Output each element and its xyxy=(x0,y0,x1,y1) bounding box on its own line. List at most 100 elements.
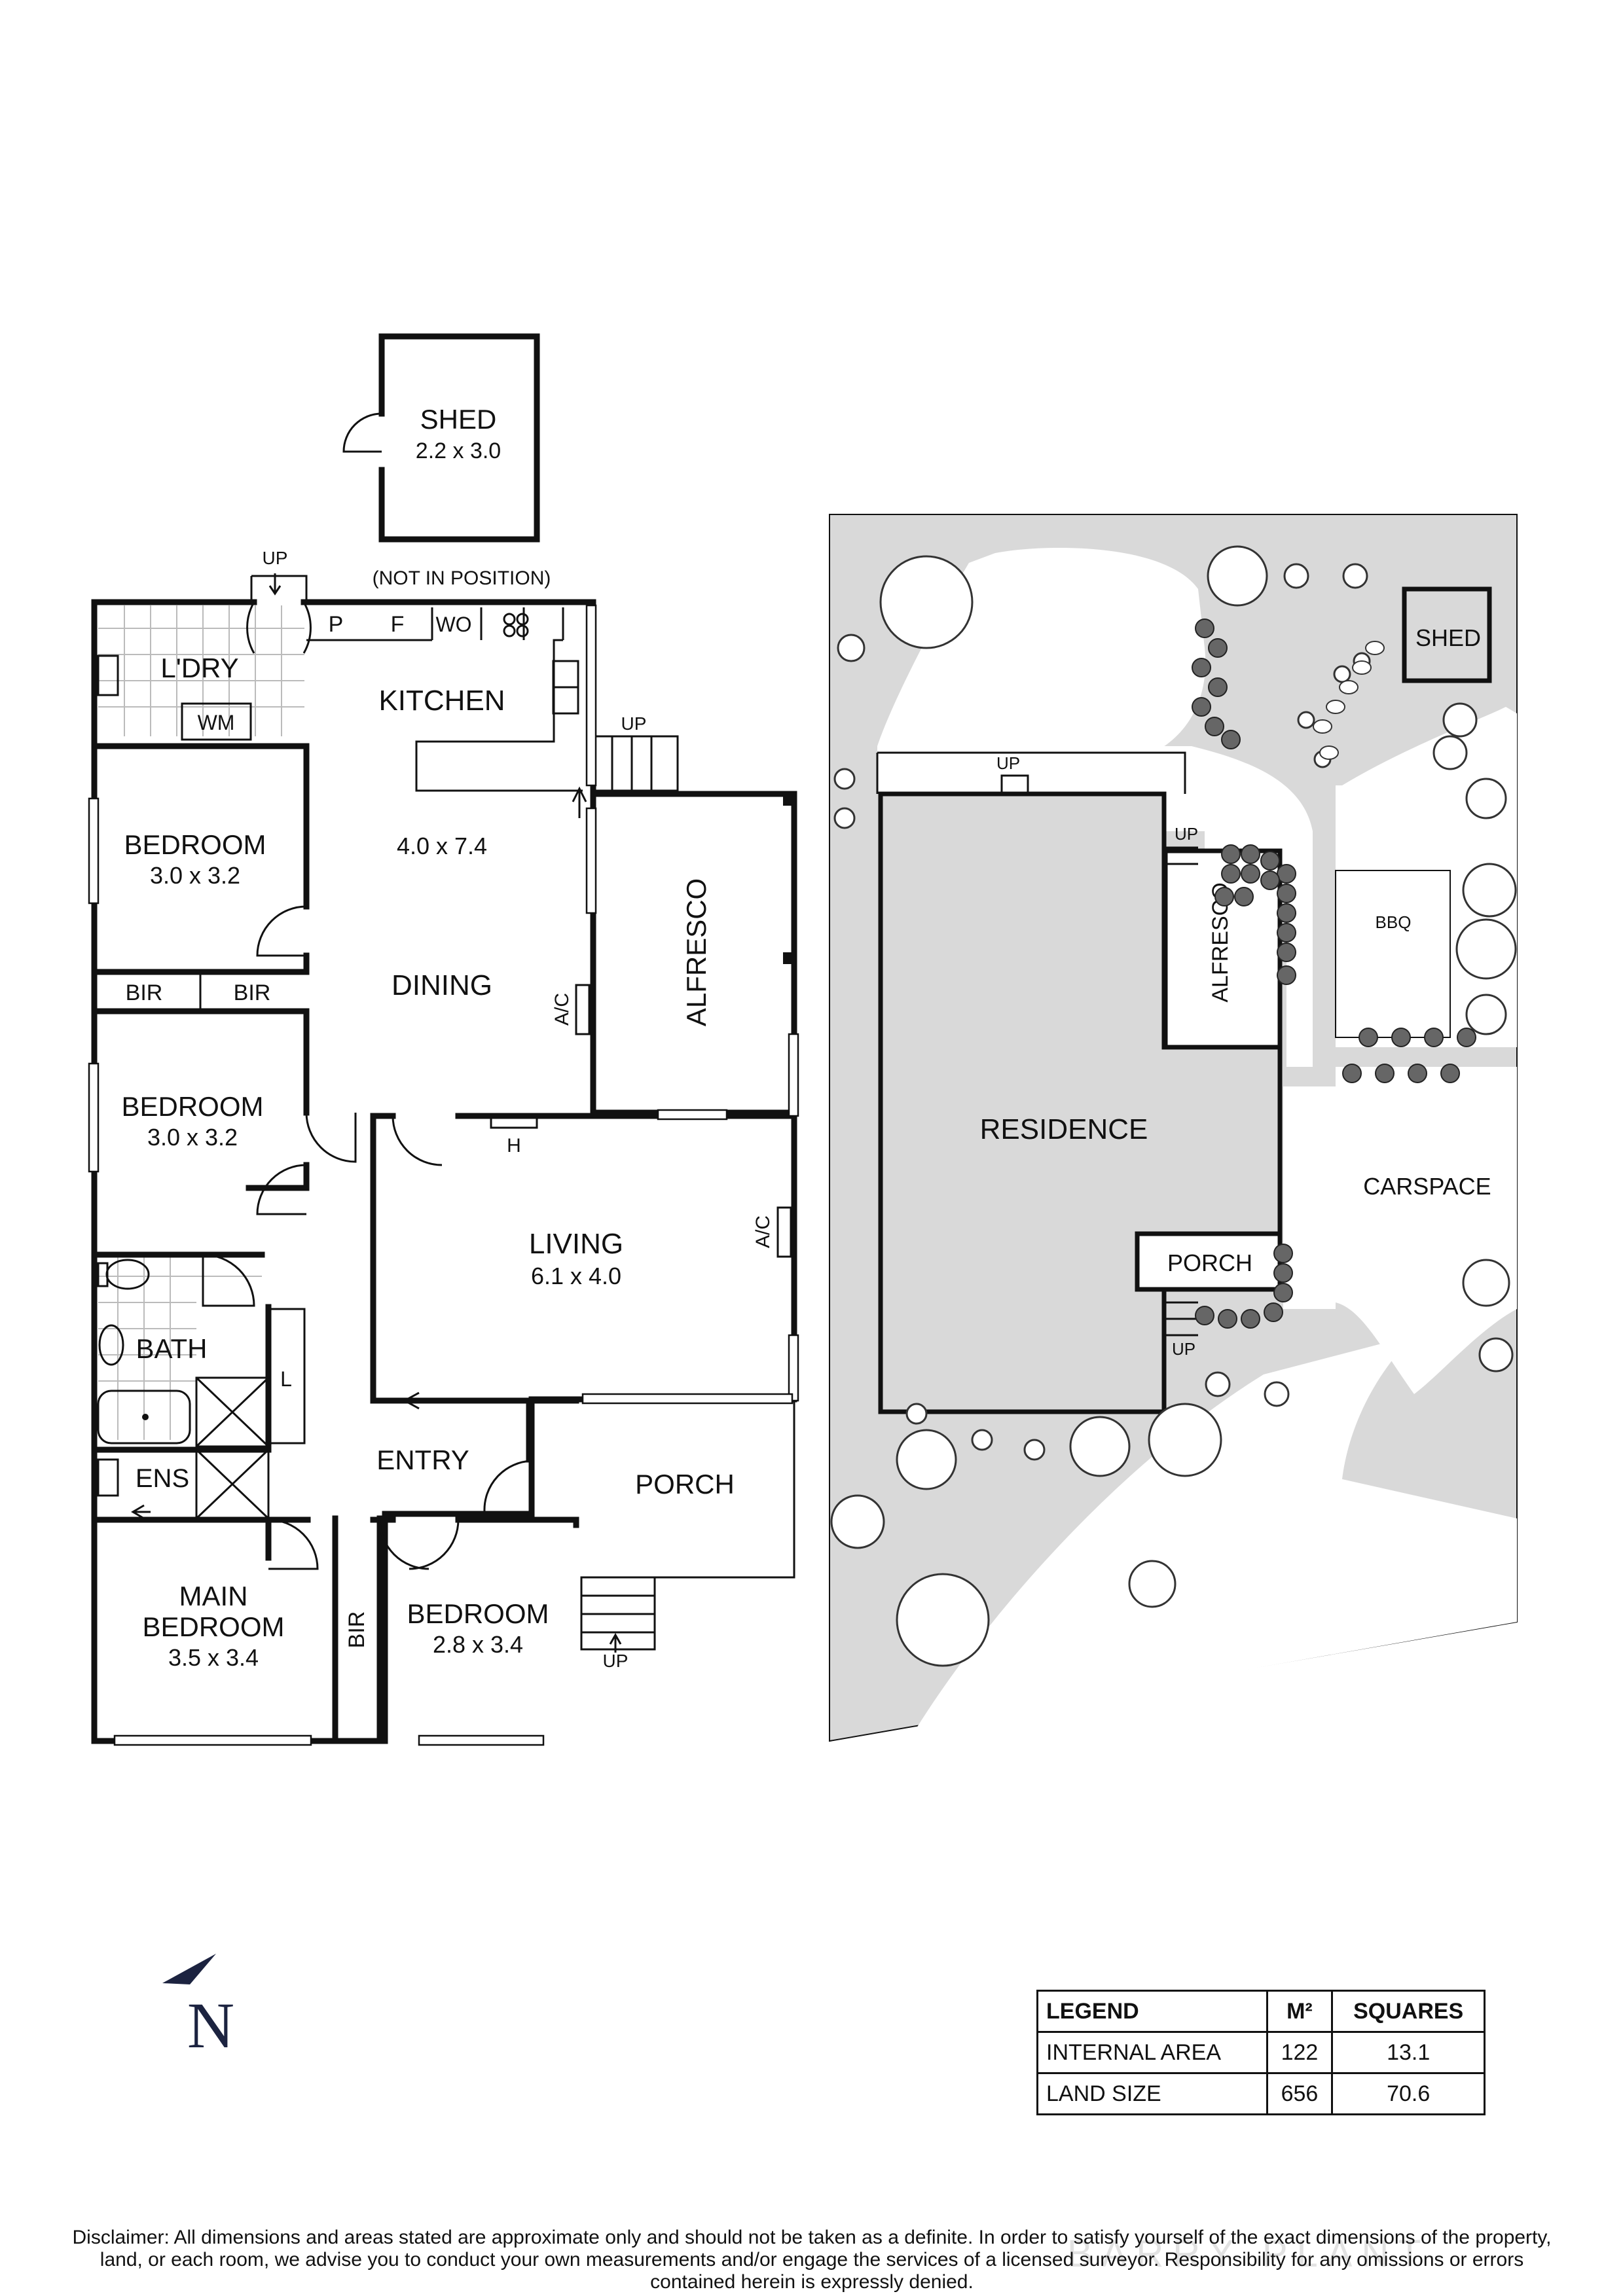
exterior-walls xyxy=(91,599,797,1744)
stepping-stone xyxy=(1313,719,1332,734)
ac-label-living: A/C xyxy=(752,1215,774,1248)
legend-header-row: LEGEND M² SQUARES xyxy=(1036,1990,1486,2033)
legend-cell: 13.1 xyxy=(1331,2031,1486,2074)
bush-icon xyxy=(1205,717,1224,736)
legend-table: LEGEND M² SQUARES INTERNAL AREA 122 13.1… xyxy=(1036,1990,1486,2115)
shed: SHED 2.2 x 3.0 (NOT IN POSITION) xyxy=(342,333,551,589)
legend-cell: 122 xyxy=(1266,2031,1334,2074)
bedroom-3-label: BEDROOM xyxy=(407,1598,549,1629)
shed-label: SHED xyxy=(420,404,497,435)
not-in-position-note: (NOT IN POSITION) xyxy=(373,567,551,589)
main-bedroom-label-line1: MAIN xyxy=(179,1581,248,1611)
living-size: 6.1 x 4.0 xyxy=(531,1263,621,1289)
site-residence-label: RESIDENCE xyxy=(980,1113,1148,1145)
bush-icon xyxy=(1277,903,1296,923)
stepping-stone xyxy=(1365,641,1385,655)
bush-icon xyxy=(1192,697,1211,717)
ac-unit-living xyxy=(776,1206,792,1258)
fridge-label: F xyxy=(391,612,405,637)
dining-label: DINING xyxy=(392,969,492,1001)
site-trees xyxy=(830,545,1517,1667)
porch-steps xyxy=(580,1576,656,1651)
bir-label-2: BIR xyxy=(234,980,271,1005)
bush-icon xyxy=(1277,884,1296,903)
bush-icon xyxy=(1273,1263,1293,1283)
alfresco-label: ALFRESCO xyxy=(681,878,712,1026)
north-arrow-icon xyxy=(162,1954,216,1984)
washing-machine xyxy=(181,702,252,741)
stepping-stone xyxy=(1352,660,1372,675)
site-bbq-label: BBQ xyxy=(1376,912,1412,932)
main-bedroom-size: 3.5 x 3.4 xyxy=(168,1644,259,1671)
compass-label: N xyxy=(187,1989,234,2062)
bush-icon xyxy=(1260,851,1280,870)
ensuite-label: ENS xyxy=(136,1464,189,1493)
bedroom-1-label: BEDROOM xyxy=(124,829,266,860)
bush-icon xyxy=(1218,1309,1237,1329)
site-porch-label: PORCH xyxy=(1167,1249,1252,1276)
wall-oven-label: WO xyxy=(435,613,471,636)
legend-cell: LAND SIZE xyxy=(1036,2072,1268,2115)
bush-icon xyxy=(1241,864,1260,884)
disclaimer-text: Disclaimer: All dimensions and areas sta… xyxy=(72,2227,1552,2293)
bush-icon xyxy=(1221,844,1241,864)
site-shed-label: SHED xyxy=(1415,624,1481,651)
kitchen-label: KITCHEN xyxy=(378,685,505,717)
cooktop-icon xyxy=(503,613,529,637)
site-plan: BBQ SHED UP RESIDENCE ALFRESCO UP PORCH … xyxy=(829,514,1518,1742)
linen-cupboard xyxy=(267,1308,306,1444)
bush-icon xyxy=(1408,1064,1427,1083)
bedroom-2-size: 3.0 x 3.2 xyxy=(147,1124,238,1151)
bush-icon xyxy=(1457,1028,1476,1047)
bush-icon xyxy=(1195,619,1214,638)
ac-label-dining: A/C xyxy=(551,993,573,1026)
bush-icon xyxy=(1195,1306,1214,1325)
bedroom-3-size: 2.8 x 3.4 xyxy=(433,1631,523,1658)
bush-icon xyxy=(1192,658,1211,677)
bush-icon xyxy=(1221,730,1241,749)
bush-icon xyxy=(1264,1302,1283,1322)
bathroom-tiles xyxy=(98,1253,262,1440)
bush-icon xyxy=(1424,1028,1444,1047)
bush-icon xyxy=(1260,870,1280,890)
compass: N xyxy=(162,1954,234,2062)
legend-cell: 656 xyxy=(1266,2072,1334,2115)
bir-label-main: BIR xyxy=(344,1611,369,1649)
ensuite-shower xyxy=(195,1448,270,1520)
stepping-stone xyxy=(1319,745,1339,760)
bush-icon xyxy=(1208,677,1228,697)
laundry-up-label: UP xyxy=(263,548,288,568)
bush-icon xyxy=(1214,887,1234,906)
bathtub xyxy=(97,1390,191,1444)
stepping-stone xyxy=(1326,700,1345,714)
entry-label: ENTRY xyxy=(376,1444,469,1475)
bedroom-2-label: BEDROOM xyxy=(121,1091,263,1122)
ac-unit-dining xyxy=(575,984,591,1035)
washing-machine-label: WM xyxy=(198,711,235,734)
stepping-stone xyxy=(1339,680,1359,694)
dining-size: 4.0 x 7.4 xyxy=(397,833,487,859)
bush-icon xyxy=(1273,1244,1293,1263)
bush-icon xyxy=(1342,1064,1362,1083)
heater xyxy=(490,1115,538,1129)
bush-icon xyxy=(1273,1283,1293,1302)
laundry-tiles xyxy=(98,605,304,736)
bush-icon xyxy=(1221,864,1241,884)
bush-icon xyxy=(1440,1064,1460,1083)
site-up-label-top: UP xyxy=(996,753,1020,773)
alfresco-up-label: UP xyxy=(621,713,647,734)
bush-icon xyxy=(1391,1028,1411,1047)
site-bushes xyxy=(1192,619,1476,1329)
legend-header-legend: LEGEND xyxy=(1036,1990,1268,2033)
bir-label-1: BIR xyxy=(126,980,163,1005)
heater-label: H xyxy=(507,1135,521,1157)
porch-label: PORCH xyxy=(635,1469,735,1499)
site-carspace-label: CARSPACE xyxy=(1363,1173,1491,1200)
laundry-trough xyxy=(97,655,119,696)
bedroom-1-size: 3.0 x 3.2 xyxy=(150,862,240,889)
bush-icon xyxy=(1277,923,1296,942)
site-up-label-alfresco: UP xyxy=(1175,824,1198,844)
bush-icon xyxy=(1208,638,1228,658)
legend-row: LAND SIZE 656 70.6 xyxy=(1036,2072,1486,2115)
legend-header-m2: M² xyxy=(1266,1990,1334,2033)
